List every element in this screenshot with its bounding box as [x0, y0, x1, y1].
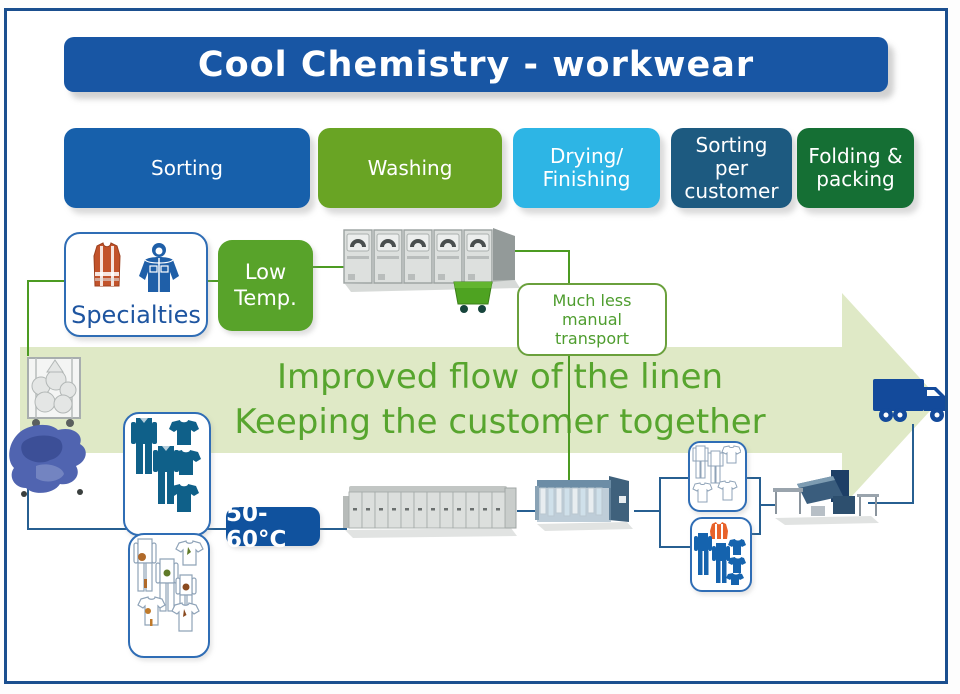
specialties-label: Specialties: [71, 301, 201, 329]
clean-workwear-box: [690, 517, 752, 592]
specialties-icons: [66, 242, 206, 296]
tunnel-washer-image: [343, 486, 517, 538]
bracket-right-vertical: [759, 477, 761, 535]
connector-truck-up: [912, 424, 914, 504]
page-title: Cool Chemistry - workwear: [197, 44, 755, 85]
flow-arrow-text: Improved flow of the linen Keeping the c…: [90, 355, 910, 445]
arrow-text-line2: Keeping the customer together: [234, 402, 766, 443]
stage-drying-finishing-label: Drying/ Finishing: [542, 144, 631, 191]
laundry-cart-icon: [453, 281, 493, 313]
bracket-left-vertical: [659, 477, 661, 548]
connector-specialties-lowtemp: [204, 280, 218, 282]
connector-note-to-finisher: [568, 352, 570, 480]
safety-vest-icon: [93, 242, 121, 287]
stage-folding-packing: Folding & packing: [797, 128, 914, 208]
connector-lowtemp-washers: [313, 266, 347, 268]
bracket-right-bottom: [746, 533, 760, 535]
delivery-truck-icon: [873, 379, 945, 422]
connector-washers-right: [498, 250, 570, 252]
stage-sorting-per-customer-label: Sorting per customer: [684, 132, 779, 203]
connector-down-to-note: [568, 250, 570, 283]
work-jacket-icon: [139, 243, 179, 292]
stage-drying-finishing: Drying/ Finishing: [513, 128, 660, 208]
stage-washing-label: Washing: [367, 155, 453, 180]
connector-pile-down: [27, 468, 29, 530]
soiled-whites-box: [128, 533, 210, 658]
arrow-text-line1: Improved flow of the linen: [276, 357, 724, 397]
connector-specialties-left: [27, 280, 65, 282]
transport-note-box: Much less manual transport: [517, 283, 667, 356]
stage-folding-packing-label: Folding & packing: [808, 144, 903, 191]
stage-washing: Washing: [318, 128, 502, 208]
title-bar: Cool Chemistry - workwear: [64, 37, 888, 92]
low-temp-box: Low Temp.: [218, 240, 313, 331]
soiled-whites-garments: [133, 538, 204, 632]
temperature-badge: 50-60°C: [226, 501, 320, 553]
specialties-box: Specialties: [64, 232, 208, 337]
clean-whites-box: [688, 441, 747, 512]
bracket-to-bottom-box: [659, 546, 692, 548]
connector-specialties-down: [27, 280, 29, 356]
tunnel-finisher-image: [535, 476, 633, 531]
stage-sorting: Sorting: [64, 128, 310, 208]
folding-machine-image: [773, 470, 879, 525]
soiled-workwear-box: [123, 412, 211, 536]
clean-workwear-garments: [694, 522, 746, 585]
clean-whites-garments: [692, 445, 742, 503]
soiled-linen-pile-image: [9, 424, 86, 497]
connector-folder-truck: [868, 502, 914, 504]
transport-note-label: Much less manual transport: [552, 290, 632, 349]
connector-finisher-bracket: [634, 510, 660, 512]
soiled-workwear-garments: [131, 418, 201, 512]
linen-trolley-image: [27, 357, 81, 427]
connector-washer-finisher: [517, 510, 539, 512]
low-temp-label: Low Temp.: [234, 260, 297, 310]
stage-sorting-per-customer: Sorting per customer: [671, 128, 792, 208]
flow-arrow: [20, 293, 940, 507]
stage-sorting-label: Sorting: [151, 155, 223, 180]
connector-bracket-folder: [759, 504, 775, 506]
bracket-to-top-box: [659, 477, 689, 479]
washer-extractors-image: [343, 228, 520, 292]
bracket-right-top: [742, 477, 760, 479]
temperature-badge-label: 50-60°C: [226, 500, 287, 553]
